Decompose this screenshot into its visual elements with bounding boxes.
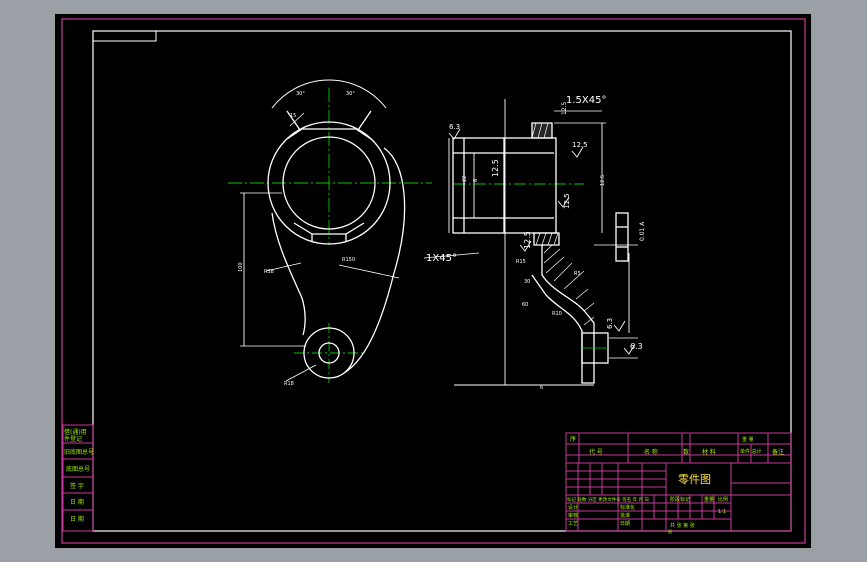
rough-1-label: 6.3: [449, 123, 460, 131]
tb-review: 审核: [568, 512, 578, 519]
tb-scale: 比例: [718, 496, 728, 503]
margin-table: [62, 424, 94, 532]
rough-2-label: 12.5: [561, 101, 568, 115]
margin-row-6: 日 期: [70, 498, 84, 506]
tb-stage: 阶段标记: [670, 496, 690, 503]
sheet-border: [61, 18, 806, 544]
viewport-border: [54, 13, 812, 549]
tb-date: 日期: [620, 521, 630, 527]
part-name-title: 零件图: [678, 473, 711, 486]
drawing-frame: [92, 30, 792, 532]
drawing-canvas: 30° 30° 15 R38 R150 100 R18: [54, 13, 812, 549]
tb-approve: 批准: [620, 512, 630, 519]
tb-designer: 设计: [568, 504, 578, 511]
margin-row-3: 旧底图总号: [64, 448, 94, 456]
margin-row-7: 日 期: [70, 515, 84, 523]
front-view: [228, 79, 432, 383]
tb-header-code: 代 号: [589, 448, 603, 456]
code-box: [92, 30, 157, 42]
dim-b-label: 12.5: [600, 175, 606, 186]
dim-sm4-label: R5: [574, 271, 581, 277]
dim-sm1-label: 22: [462, 176, 468, 182]
rough-5-label: 12.5: [563, 193, 571, 209]
dim-100-label: 100: [238, 262, 244, 272]
dim-f-label: 60: [522, 302, 528, 308]
margin-row-2: 件登记: [64, 435, 82, 443]
tb-revision-row: 标记 处数 分区 更改文件号 签名 年 月 日: [567, 496, 649, 503]
tb-weight: 重量: [704, 496, 714, 503]
tb-header-seq: 序: [570, 435, 576, 443]
tb-header-remarks: 备注: [772, 448, 784, 456]
margin-row-5: 签 字: [70, 482, 84, 490]
margin-row-4: 底图总号: [66, 465, 90, 473]
title-block: [565, 432, 792, 532]
rough-7-label: 6.3: [630, 342, 643, 351]
dim-sm3-label: R10: [552, 311, 562, 317]
rough-4-label: 12.5: [491, 159, 500, 177]
rough-6-label: 6.3: [606, 318, 614, 329]
tb-process: 工艺: [568, 521, 578, 527]
dim-d-label: 30: [524, 279, 530, 285]
dim-15-label: 15: [290, 113, 296, 119]
cad-viewport[interactable]: 30° 30° 15 R38 R150 100 R18: [54, 13, 812, 549]
dim-r150-label: R150: [342, 257, 355, 263]
tb-header-name: 名 称: [644, 448, 658, 456]
dim-r38-label: R38: [264, 269, 274, 275]
dim-sm2-label: 6: [473, 179, 479, 182]
tb-header-qty: 数: [683, 448, 689, 456]
tb-sub: 图: [668, 528, 672, 534]
angle-left-label: 30°: [296, 91, 305, 97]
margin-row-1: 借(通)用: [64, 428, 87, 436]
tb-standard: 标准化: [620, 504, 635, 511]
dim-r18-label: R18: [284, 381, 294, 387]
chamfer-left-label: 1X45°: [426, 253, 457, 264]
dim-e-label: 6: [540, 385, 543, 391]
tb-header-material: 材 料: [702, 448, 716, 456]
section-view: [423, 99, 638, 386]
angle-right-label: 30°: [346, 91, 355, 97]
tb-scale-value: 1:1: [718, 509, 726, 515]
tb-sheet: 共 张 第 张: [670, 522, 695, 529]
tb-header-weight: 重 量: [742, 436, 754, 443]
tolerance-frame-label: 0.01 A: [639, 221, 646, 241]
dim-c-label: R15: [516, 259, 526, 265]
dim-a-label: 12.5: [523, 231, 532, 249]
rough-3-label: 12.5: [572, 141, 588, 149]
chamfer-top-label: 1.5X45°: [566, 95, 606, 106]
tb-header-unit-total: 单件 总计: [740, 448, 762, 455]
